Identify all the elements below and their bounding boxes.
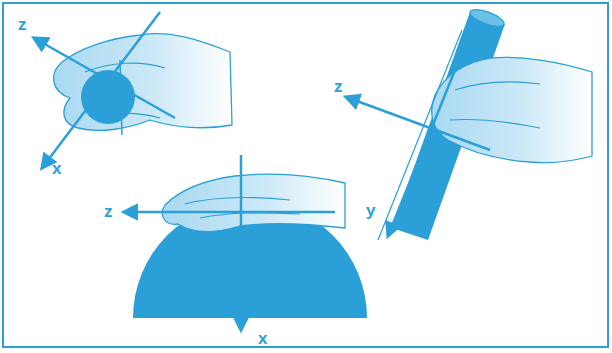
axis-label-x: x <box>52 160 61 177</box>
axis-label-z: z <box>104 203 113 220</box>
axis-label-z: z <box>334 78 343 95</box>
axis-label-z: z <box>18 16 27 33</box>
axis-label-x: x <box>258 330 267 347</box>
axis-label-y: y <box>366 202 375 219</box>
